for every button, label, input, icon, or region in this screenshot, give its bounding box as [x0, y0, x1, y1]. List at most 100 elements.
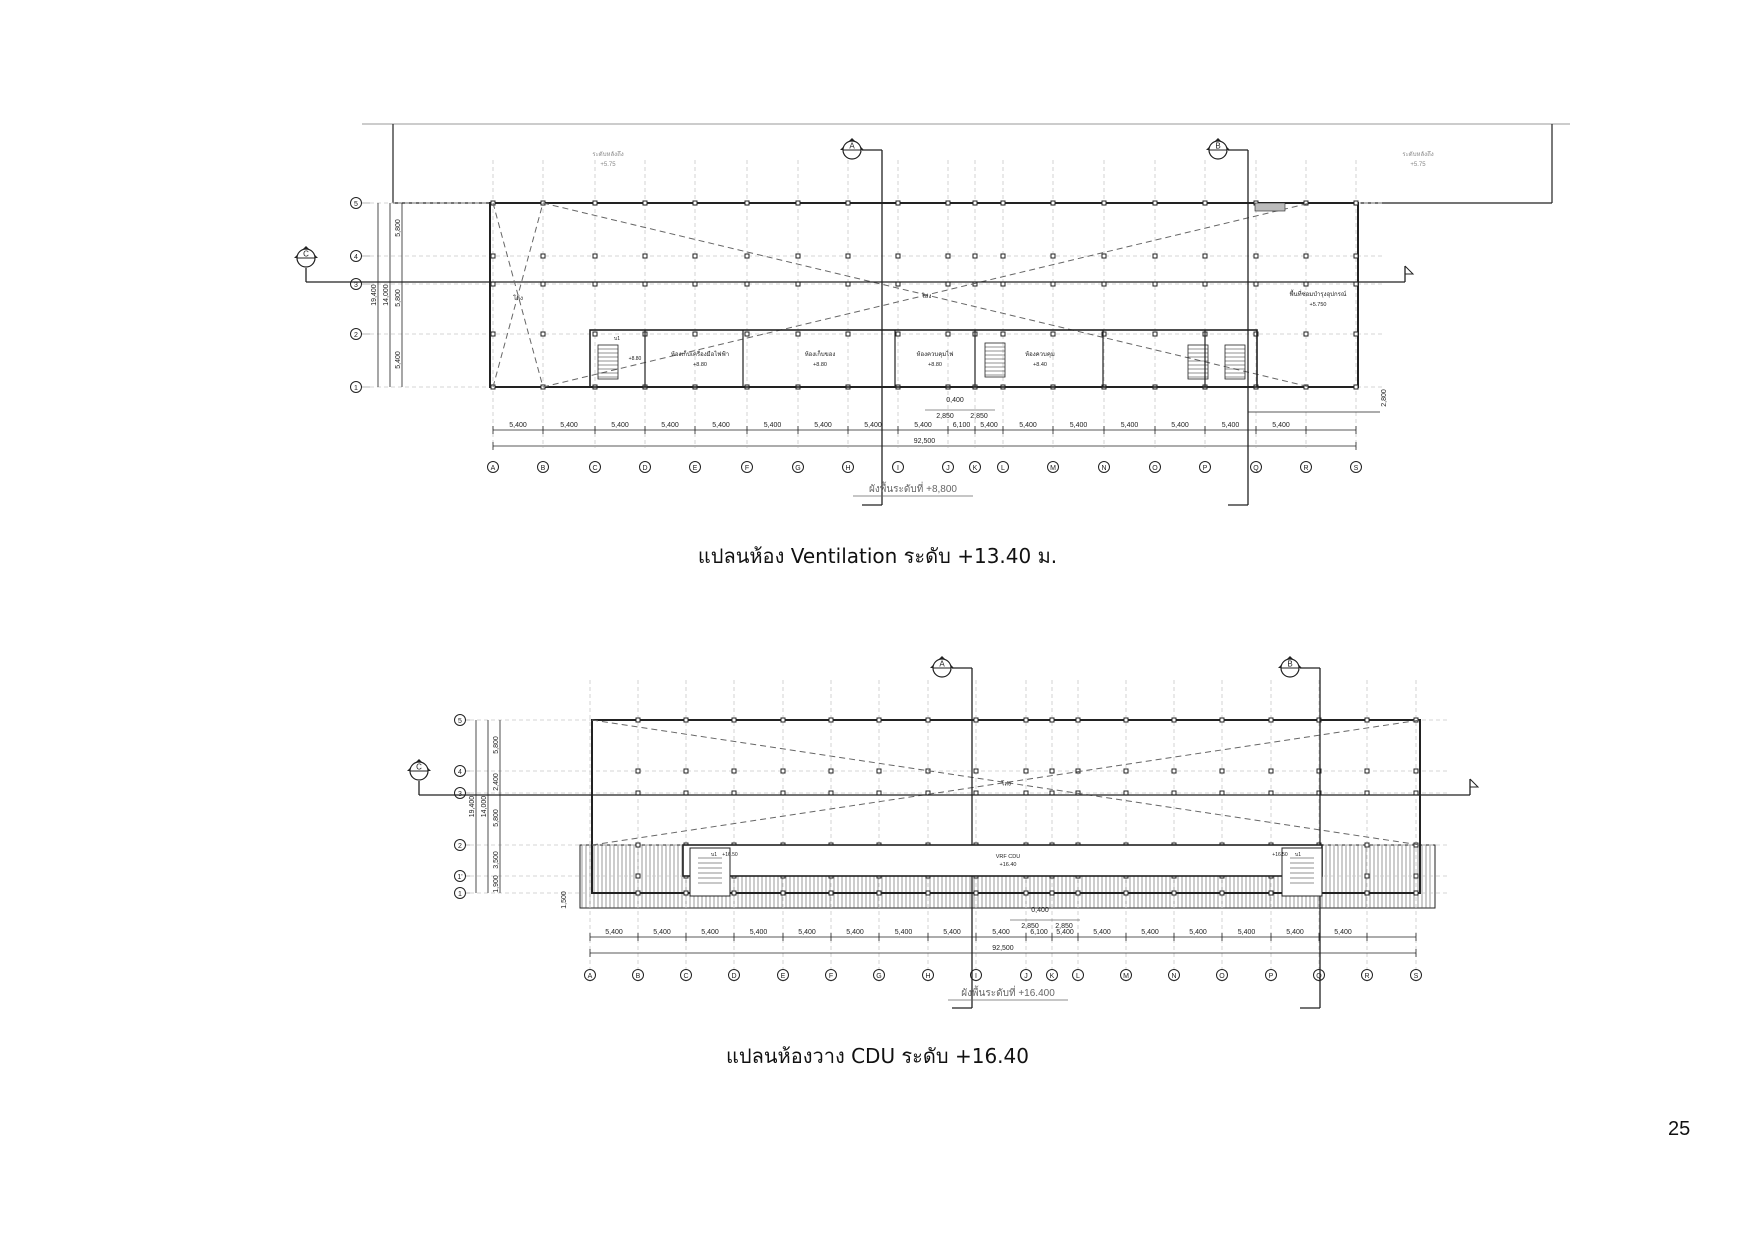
- dimension-total-label: 92,500: [992, 945, 1014, 952]
- grid-column-bubble: G: [876, 973, 881, 980]
- grid-column-bubble-bubble: [1216, 969, 1228, 981]
- structural-column: [1364, 890, 1370, 896]
- structural-column: [592, 253, 598, 259]
- grid-column-bubble: Q: [1253, 465, 1259, 472]
- structural-column: [1413, 890, 1419, 896]
- grid-column-bubble-bubble: [1350, 461, 1362, 473]
- grid-column-bubble-bubble: [1265, 969, 1277, 981]
- structural-column: [1268, 890, 1274, 896]
- structural-column: [1123, 890, 1129, 896]
- grid-column-bubble-bubble: [1046, 969, 1058, 981]
- stair: [1281, 847, 1323, 897]
- grid-column-bubble: C: [592, 465, 597, 472]
- grid-column-bubble: A: [491, 465, 496, 472]
- grid-column-bubble: H: [845, 465, 850, 472]
- grid-column-bubble: Q: [1316, 973, 1322, 980]
- grid-column-bubble: O: [1219, 973, 1225, 980]
- dimension-total-label: 92,500: [914, 438, 936, 445]
- stair-level: +16.50: [722, 852, 738, 858]
- structural-column: [795, 331, 801, 337]
- structural-column: [845, 200, 851, 206]
- grid-column-bubble-bubble: [970, 969, 982, 981]
- structural-column: [1050, 331, 1056, 337]
- dimension-span-label: 5,400: [1019, 422, 1037, 429]
- grid-column-bubble-bubble: [1361, 969, 1373, 981]
- structural-column: [895, 200, 901, 206]
- grid-row-bubble-bubble: [350, 381, 362, 393]
- room-strip-outline: [589, 329, 1258, 388]
- structural-column: [845, 331, 851, 337]
- grid-column-bubble: S: [1414, 973, 1419, 980]
- grid-column-bubble-bubble: [487, 461, 499, 473]
- room-label: พื้นที่ซ่อมบำรุงอุปกรณ์: [1290, 288, 1347, 298]
- plant-strip-outline: [682, 844, 1323, 877]
- structural-column: [1075, 890, 1081, 896]
- grid-row-bubble: 1': [457, 874, 462, 881]
- dimension-span-label: 5,400: [701, 929, 719, 936]
- structural-column: [895, 331, 901, 337]
- structural-column: [780, 890, 786, 896]
- section-cut-arrow: [1404, 265, 1415, 275]
- structural-column: [692, 253, 698, 259]
- detail-dimension-label: 2,850: [936, 413, 954, 420]
- dimension-span-label: 5,400: [605, 929, 623, 936]
- dimension-span-label: 5,400: [864, 422, 882, 429]
- structural-column: [1316, 768, 1322, 774]
- dimension-span-label: 5,400: [764, 422, 782, 429]
- structural-column: [945, 253, 951, 259]
- structural-column: [642, 200, 648, 206]
- structural-column: [1152, 200, 1158, 206]
- dimension-span-label: 5,400: [750, 929, 768, 936]
- structural-column: [1050, 200, 1056, 206]
- structural-column: [1000, 200, 1006, 206]
- structural-column: [635, 873, 641, 879]
- grid-column-bubble: L: [1001, 465, 1005, 472]
- structural-column: [1353, 384, 1359, 390]
- structural-column: [1171, 768, 1177, 774]
- grid-column-bubble: J: [946, 465, 950, 472]
- row-dimension-label: 5,800: [395, 289, 402, 307]
- structural-column: [972, 200, 978, 206]
- dimension-span-label: 5,400: [943, 929, 961, 936]
- grid-column-bubble-bubble: [1120, 969, 1132, 981]
- grid-column-bubble-bubble: [1199, 461, 1211, 473]
- room-level: +8.80: [813, 362, 827, 368]
- grid-column-bubble: E: [693, 465, 698, 472]
- structural-column: [876, 890, 882, 896]
- structural-column: [744, 200, 750, 206]
- grid-column-bubble: R: [1303, 465, 1308, 472]
- structural-column: [1364, 768, 1370, 774]
- grid-column-bubble: A: [588, 973, 593, 980]
- structural-column: [1152, 331, 1158, 337]
- section-marker: C: [416, 763, 422, 772]
- void-diagonal: [542, 202, 1311, 388]
- structural-column: [1364, 717, 1370, 723]
- row-dimension-total: 14,000: [383, 284, 390, 306]
- grid-column-bubble-bubble: [584, 969, 596, 981]
- dimension-span-label: 6,100: [1030, 929, 1048, 936]
- grid-row-bubble: 2: [458, 843, 462, 850]
- stair: [689, 847, 731, 897]
- void-diagonal: [492, 202, 544, 388]
- grid-column-bubble-bubble: [997, 461, 1009, 473]
- grid-row-bubble-bubble: [454, 887, 466, 899]
- roof-note-level: +5.75: [600, 162, 616, 168]
- detail-dimension-label: 0,400: [946, 397, 964, 404]
- structural-column: [828, 768, 834, 774]
- grid-column-bubble-bubble: [792, 461, 804, 473]
- grid-column-bubble: N: [1101, 465, 1106, 472]
- section-marker: B: [1215, 142, 1220, 151]
- structural-column: [635, 717, 641, 723]
- room-label: ห้องเก็บเครื่องมือไฟฟ้า: [671, 349, 729, 358]
- grid-column-bubble-bubble: [689, 461, 701, 473]
- structural-column: [1268, 717, 1274, 723]
- grid-column-bubble-bubble: [922, 969, 934, 981]
- dimension-span-label: 5,400: [1070, 422, 1088, 429]
- row-dimension-label: 2,400: [493, 773, 500, 791]
- stair-tag: บ1: [1295, 852, 1301, 858]
- structural-column: [683, 890, 689, 896]
- dimension-span-label: 5,400: [1286, 929, 1304, 936]
- grid-column-bubble: G: [795, 465, 800, 472]
- grid-column-bubble-bubble: [842, 461, 854, 473]
- structural-column: [540, 253, 546, 259]
